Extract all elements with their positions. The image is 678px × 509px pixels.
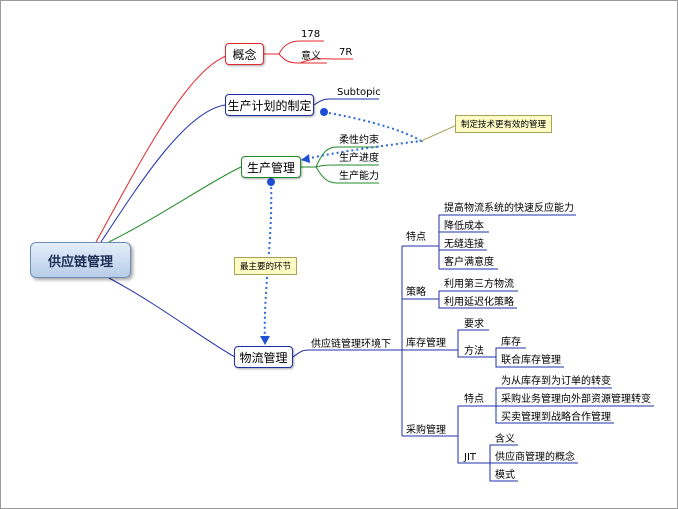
purchase-feature-item[interactable]: 采购业务管理向外部资源管理转变: [501, 394, 651, 405]
feature-item[interactable]: 降低成本: [444, 221, 484, 232]
topic-production[interactable]: 生产管理: [241, 156, 301, 178]
jit-item[interactable]: 含义: [495, 434, 515, 445]
topic-plan[interactable]: 生产计划的制定: [225, 94, 314, 116]
callout-tech[interactable]: 制定技术更有效的管理: [455, 115, 553, 133]
feature-item[interactable]: 客户满意度: [444, 257, 494, 268]
strategy-item[interactable]: 利用延迟化策略: [444, 297, 514, 308]
method-item[interactable]: 联合库存管理: [501, 355, 561, 366]
purchase-feature-item[interactable]: 买卖管理到战略合作管理: [501, 412, 611, 423]
link-plan: [100, 104, 226, 243]
subtopic-purchase[interactable]: 采购管理: [406, 425, 446, 436]
subtopic-subtopic[interactable]: Subtopic: [337, 87, 381, 98]
jit-item[interactable]: 供应商管理的概念: [495, 452, 575, 463]
central-topic[interactable]: 供应链管理: [30, 242, 131, 278]
subtopic-flex-constraint[interactable]: 柔性约束: [339, 135, 379, 146]
relation-plan-production: [300, 111, 424, 161]
topic-logistics[interactable]: 物流管理: [234, 346, 293, 368]
subtopic-capacity[interactable]: 生产能力: [339, 171, 379, 182]
feature-item[interactable]: 无缝连接: [444, 239, 484, 250]
subtopic-inventory[interactable]: 库存管理: [406, 338, 446, 349]
link-production: [108, 166, 242, 243]
relation-production-logistics: [263, 181, 273, 344]
feature-item[interactable]: 提高物流系统的快速反应能力: [444, 203, 574, 214]
subtopic-progress[interactable]: 生产进度: [339, 153, 379, 164]
subtopic-178[interactable]: 178: [301, 29, 321, 40]
subtopic-7r[interactable]: 7R: [339, 47, 353, 58]
callout-key[interactable]: 最主要的环节: [234, 257, 298, 275]
subtopic-strategy[interactable]: 策略: [406, 287, 426, 298]
jit-item[interactable]: 模式: [495, 470, 515, 481]
inventory-method[interactable]: 方法: [464, 346, 484, 357]
link-logistics: [108, 277, 236, 358]
subtopic-meaning[interactable]: 意义: [301, 51, 321, 62]
purchase-jit[interactable]: JIT: [464, 452, 477, 463]
inventory-requirement[interactable]: 要求: [464, 319, 484, 330]
topic-concept[interactable]: 概念: [225, 43, 264, 65]
purchase-features[interactable]: 特点: [464, 394, 484, 405]
strategy-item[interactable]: 利用第三方物流: [444, 279, 514, 290]
subtopic-features[interactable]: 特点: [406, 232, 426, 243]
purchase-feature-item[interactable]: 为从库存到为订单的转变: [501, 376, 611, 387]
method-item[interactable]: 库存: [501, 337, 521, 348]
subtopic-env[interactable]: 供应链管理环境下: [311, 339, 391, 350]
link-concept: [95, 53, 234, 243]
